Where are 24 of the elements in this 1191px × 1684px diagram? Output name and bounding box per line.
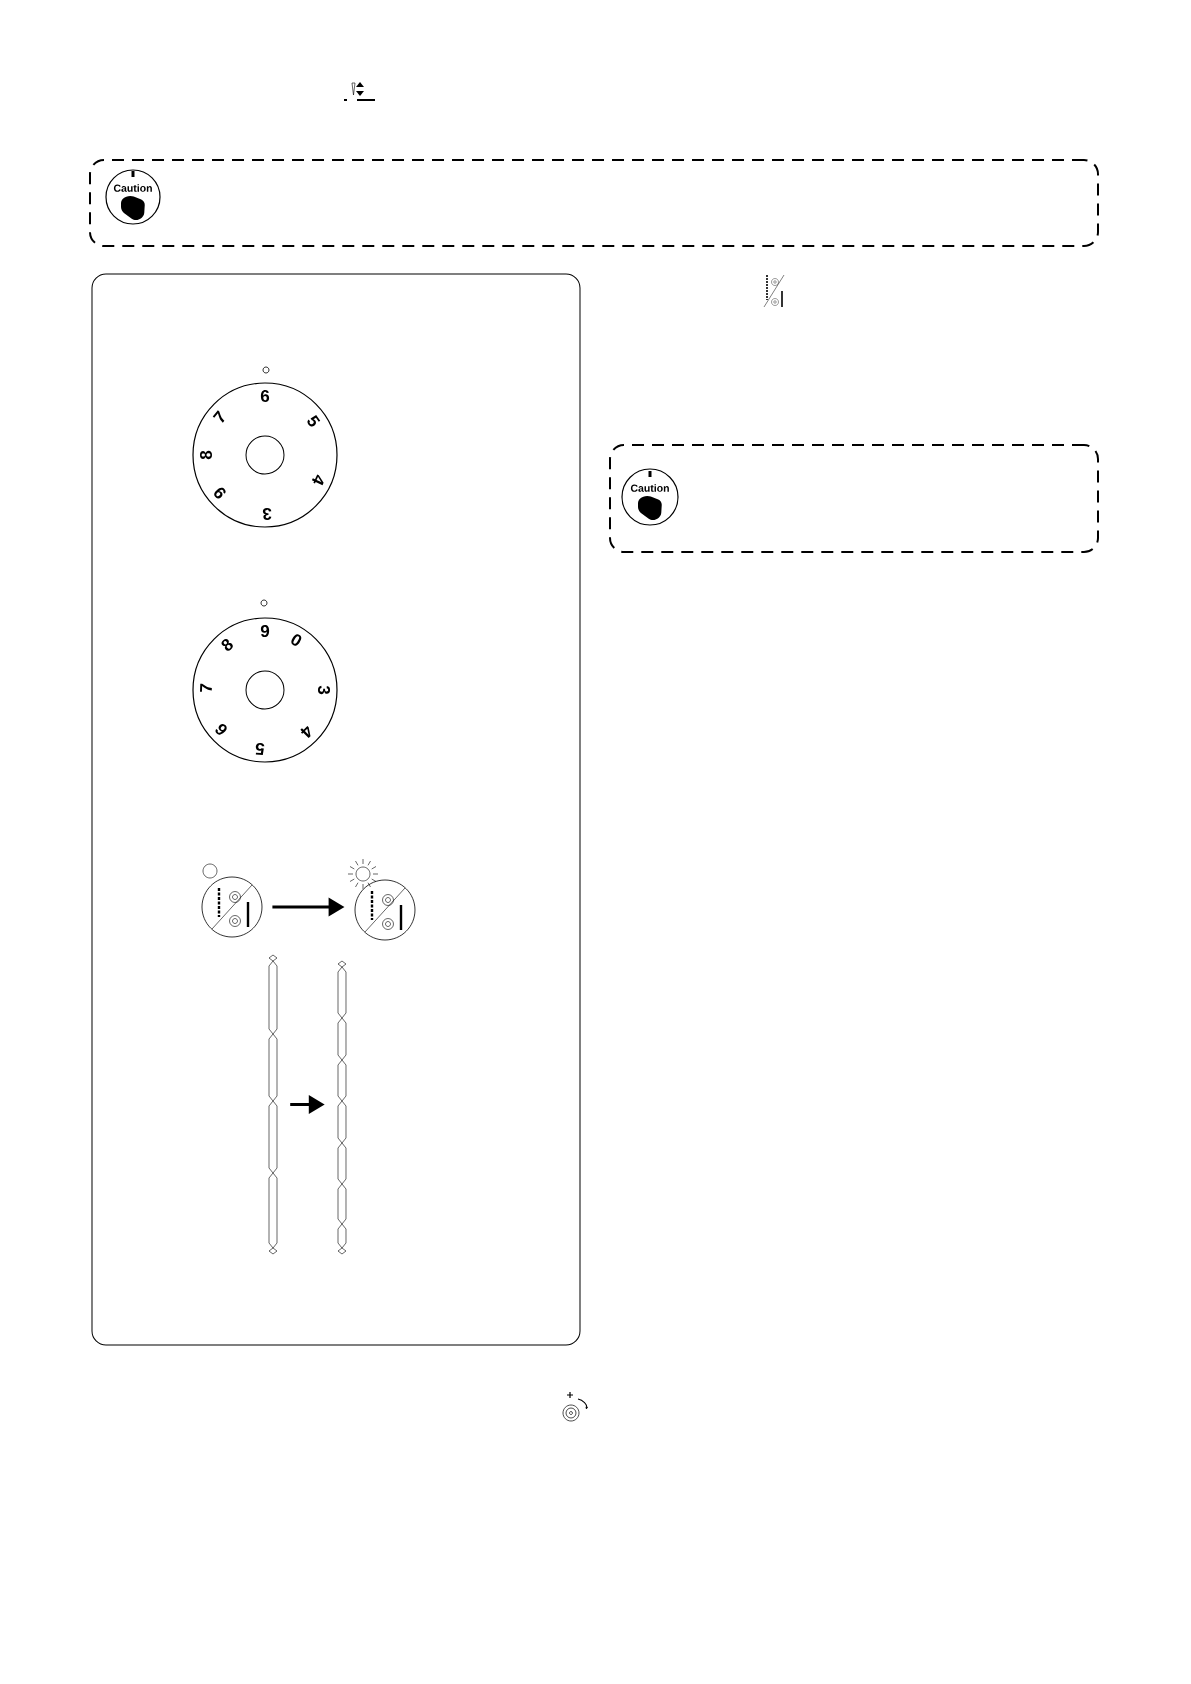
- switch-icon: [201, 863, 263, 938]
- dial-number: 9: [260, 625, 270, 638]
- dial-number: 0: [291, 634, 302, 646]
- dial-number: 8: [221, 638, 233, 651]
- stitch-drawing: [337, 960, 347, 1255]
- dial-number: 6: [260, 390, 270, 403]
- dial-number: 5: [307, 414, 321, 427]
- dial-number: 9: [214, 487, 226, 499]
- dial: [192, 599, 338, 763]
- dial: [192, 366, 338, 528]
- dial-number: 7: [212, 410, 225, 423]
- dial-number: 3: [262, 507, 272, 521]
- stitch-drawing: [268, 954, 278, 1255]
- dial-number: 3: [317, 685, 331, 695]
- dial-number: 7: [200, 683, 212, 692]
- dial-number: 5: [255, 742, 265, 755]
- panel-frame: [91, 273, 581, 1346]
- dial-number: 4: [311, 474, 324, 486]
- caution-box: [609, 444, 1099, 553]
- caution-box: [89, 159, 1099, 247]
- dial-number: 4: [300, 726, 311, 738]
- switch-icon: [347, 858, 416, 941]
- dial-number: 6: [215, 723, 227, 735]
- dial-number: 8: [200, 450, 212, 460]
